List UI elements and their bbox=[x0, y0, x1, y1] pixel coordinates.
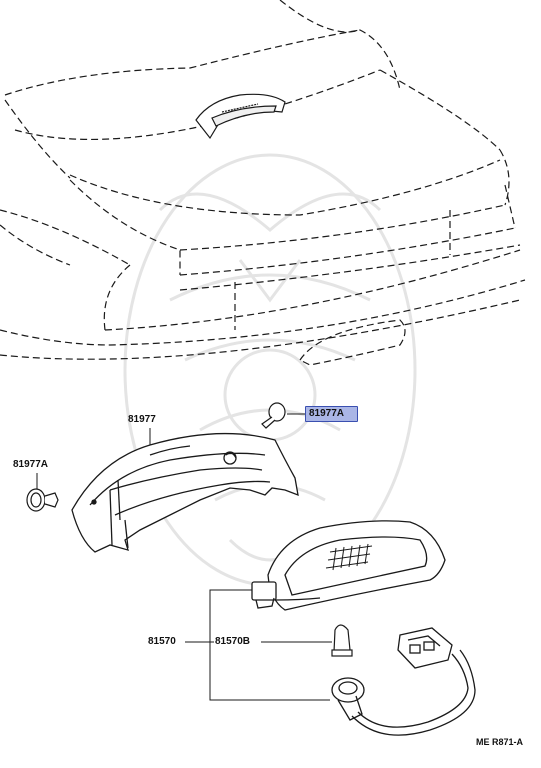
label-81977[interactable]: 81977 bbox=[128, 414, 156, 425]
diagram-code: ME R871-A bbox=[476, 737, 524, 747]
leader-lines bbox=[36, 413, 332, 701]
clip-left-81977A bbox=[26, 488, 59, 512]
label-81977A-left[interactable]: 81977A bbox=[13, 459, 49, 470]
label-81977A-right[interactable]: 81977A bbox=[309, 408, 345, 419]
label-81570B[interactable]: 81570B bbox=[215, 636, 251, 647]
watermark-seal-icon bbox=[123, 153, 417, 587]
trim-panel-81977 bbox=[71, 432, 299, 553]
stop-lamp-assy-81570 bbox=[251, 520, 446, 611]
label-81570[interactable]: 81570 bbox=[148, 636, 176, 647]
car-body-outline bbox=[0, 0, 526, 366]
stop-lamp-on-car bbox=[195, 93, 286, 140]
bulb-81570B bbox=[331, 624, 353, 657]
clip-right-81977A bbox=[261, 402, 286, 429]
highlight-81977A bbox=[305, 406, 358, 422]
socket-harness bbox=[331, 627, 476, 736]
